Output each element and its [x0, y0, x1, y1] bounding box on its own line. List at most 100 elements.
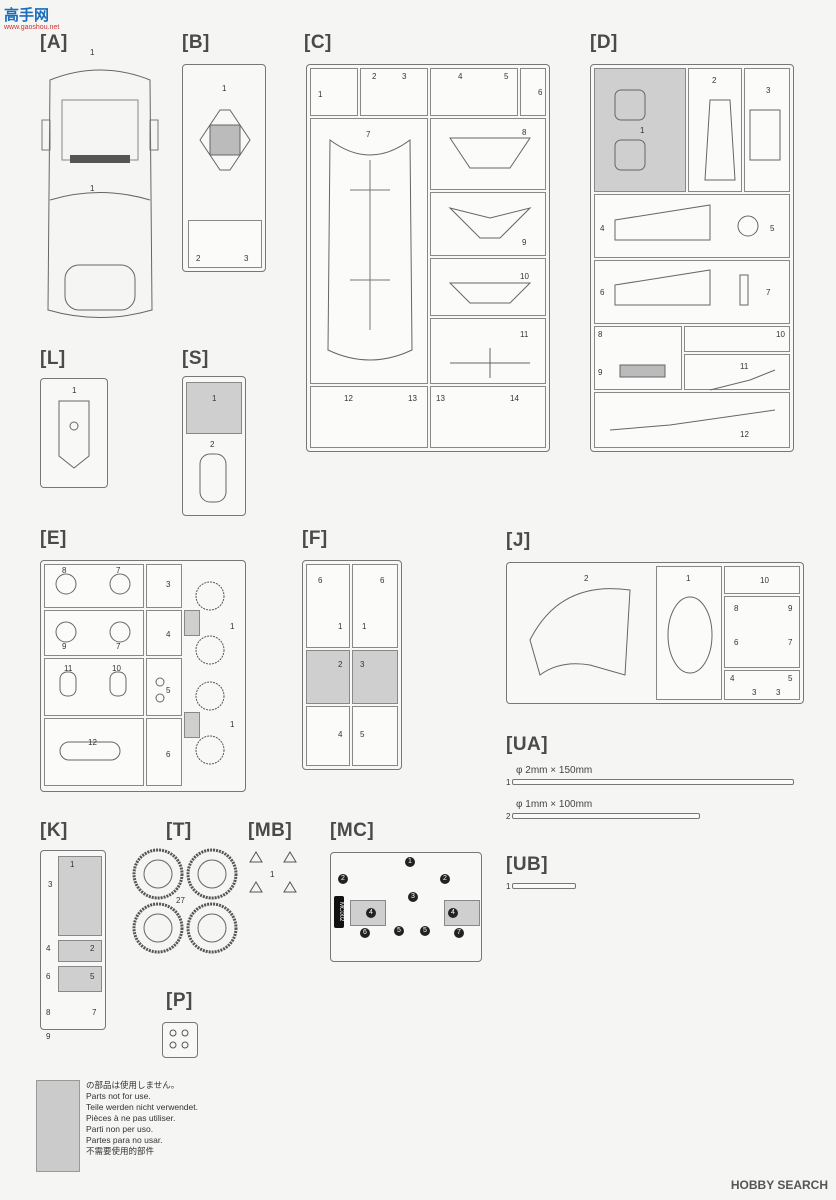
part-number: 7	[788, 638, 793, 647]
rod-spec-1: φ 2mm × 150mm	[516, 765, 593, 776]
part-number-badge: 4	[448, 908, 458, 918]
part-number: 9	[46, 1032, 51, 1041]
sprue-label-ua: [UA]	[506, 734, 549, 755]
sprue-c-drawing	[327, 139, 413, 361]
part-number: 1	[72, 386, 77, 395]
sprue-a-drawing	[41, 69, 159, 318]
unused-part-cell	[594, 68, 686, 192]
part-number: 3	[752, 688, 757, 697]
part-number: 9	[598, 368, 603, 377]
sprue-t-tires	[132, 848, 238, 954]
sprue-j-drawing	[529, 588, 713, 676]
sprue-label-t: [T]	[166, 820, 192, 841]
part-number: 2	[712, 76, 717, 85]
sprue-d-cell	[594, 326, 682, 390]
sprue-label-c: [C]	[304, 32, 332, 53]
part-number: 3	[360, 660, 365, 669]
part-number: 12	[344, 394, 353, 403]
part-number: 6	[166, 750, 171, 759]
unused-part-cell	[184, 610, 200, 636]
part-number: 6	[734, 638, 739, 647]
part-number: 3	[766, 86, 771, 95]
sprue-j-cell	[724, 596, 800, 668]
part-number-badge: 6	[360, 928, 370, 938]
sprue-b-cell	[188, 220, 262, 268]
sprue-e-drawing	[55, 573, 225, 765]
part-number: 5	[360, 730, 365, 739]
sprue-j-cell	[724, 670, 800, 700]
legend-line: Parts not for use.	[86, 1091, 151, 1101]
sprue-c-cell	[430, 318, 546, 384]
part-number: 1	[90, 184, 95, 193]
part-number: 6	[46, 972, 51, 981]
part-number: 7	[766, 288, 771, 297]
part-number-badge: 3	[408, 892, 418, 902]
part-number: 10	[776, 330, 785, 339]
part-number: 13	[436, 394, 445, 403]
sprue-e-cell	[146, 564, 182, 608]
part-number: 11	[64, 664, 73, 673]
sprue-c-cell	[310, 386, 428, 448]
part-number: 10	[760, 576, 769, 585]
sprue-c-cell	[360, 68, 428, 116]
sprue-label-b: [B]	[182, 32, 210, 53]
part-number: 5	[770, 224, 775, 233]
part-number: 11	[740, 362, 749, 371]
sprue-c-cell	[310, 68, 358, 116]
part-number: 8	[62, 566, 67, 575]
part-number: 6	[600, 288, 605, 297]
sprue-d-cell	[744, 68, 790, 192]
part-number: 4	[600, 224, 605, 233]
sprue-label-l: [L]	[40, 348, 66, 369]
unused-legend-swatch	[36, 1080, 80, 1172]
legend-line: Parti non per uso.	[86, 1124, 154, 1134]
sprue-label-d: [D]	[590, 32, 618, 53]
sprue-b-drawing	[199, 109, 251, 171]
part-number: 5	[788, 674, 793, 683]
part-number-badge: 7	[454, 928, 464, 938]
site-logo: 高手网	[4, 7, 50, 24]
part-number: 7	[366, 130, 371, 139]
part-number: 12	[740, 430, 749, 439]
unused-part-cell	[352, 650, 398, 704]
part-number: 10	[112, 664, 121, 673]
sprue-p-frame	[162, 1022, 198, 1058]
sprue-e-cell	[44, 564, 144, 608]
part-number: 3	[48, 880, 53, 889]
part-number: 3	[166, 580, 171, 589]
part-number: 9	[788, 604, 793, 613]
part-number: 1	[686, 574, 691, 583]
part-number: 2	[210, 440, 215, 449]
unused-legend-text: の部品は使用しません。 Parts not for use. Teile wer…	[86, 1080, 198, 1157]
sprue-c-cell	[430, 258, 546, 316]
part-number: 6	[538, 88, 543, 97]
sprue-mb-drawing	[249, 851, 297, 893]
sprue-label-s: [S]	[182, 348, 209, 369]
sprue-e-cell	[146, 610, 182, 656]
part-number: 1	[362, 622, 367, 631]
part-number: 2	[506, 812, 511, 821]
sprue-c-cell	[430, 192, 546, 256]
sprue-j-cell	[724, 566, 800, 594]
part-number: 4	[458, 72, 463, 81]
part-number: 4	[46, 944, 51, 953]
sprue-f-cell	[306, 564, 350, 648]
sprue-c-parts	[448, 137, 532, 378]
part-number-badge: 5	[420, 926, 430, 936]
sprue-d-cell	[688, 68, 742, 192]
part-number: 1	[212, 394, 217, 403]
part-number: 5	[166, 686, 171, 695]
sprue-f-cell	[352, 706, 398, 766]
part-number-badge: 2	[440, 874, 450, 884]
sprue-d-drawing	[609, 89, 781, 431]
part-number: 1	[222, 84, 227, 93]
sprue-d-cell	[594, 260, 790, 324]
sprue-label-e: [E]	[40, 528, 67, 549]
sprue-p-drawing	[169, 1029, 189, 1049]
sprue-f-cell	[306, 706, 350, 766]
legend-line: Teile werden nicht verwendet.	[86, 1102, 198, 1112]
part-number: 12	[88, 738, 97, 747]
part-number: 27	[176, 896, 185, 905]
part-number: 1	[506, 778, 511, 787]
sprue-d-cell	[684, 354, 790, 390]
